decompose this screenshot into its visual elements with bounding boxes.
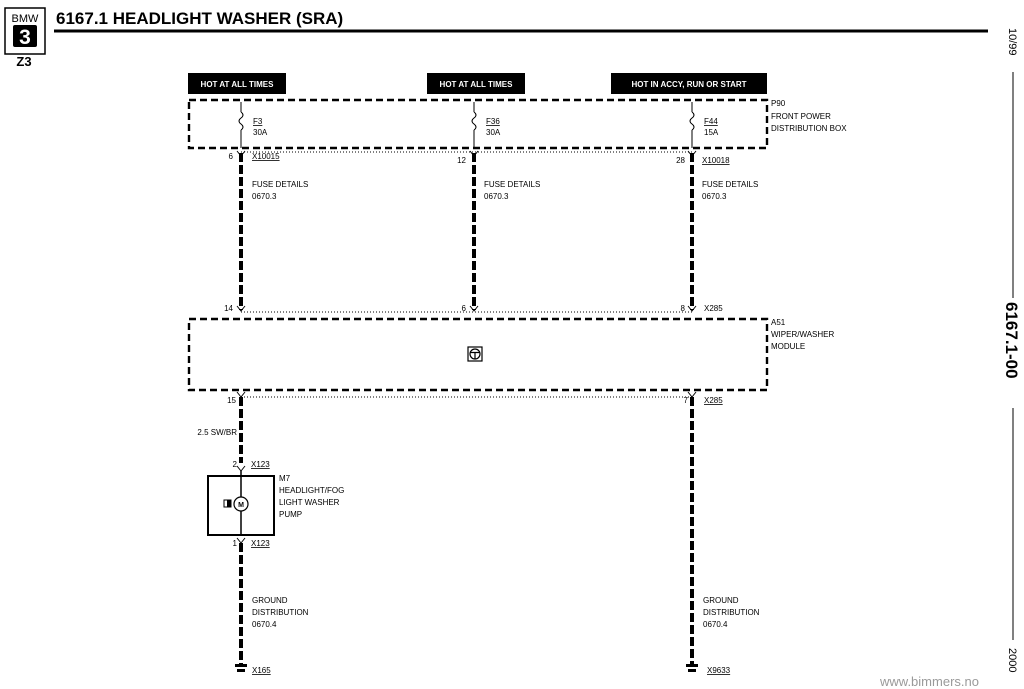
- module-connector-out: X285: [704, 396, 723, 405]
- logo-series: 3: [19, 26, 31, 49]
- connector-x10018: X10018: [702, 156, 730, 165]
- svg-text:HOT AT ALL TIMES: HOT AT ALL TIMES: [201, 80, 275, 89]
- ground-left-icon: [235, 664, 247, 672]
- pin-f3: 6: [229, 152, 234, 161]
- fuse-f3-name: F3: [253, 117, 263, 126]
- connector-chevron: [687, 391, 697, 398]
- module-pin-14: 14: [224, 304, 233, 313]
- ground-connector-right: X9633: [707, 666, 731, 675]
- module-pin-15: 15: [227, 396, 236, 405]
- connector-chevron: [236, 391, 246, 398]
- fuse-details-1: FUSE DETAILS: [252, 180, 308, 189]
- fuse-details-ref-1: 0670.3: [252, 192, 277, 201]
- fuse-f3-symbol: [238, 102, 244, 148]
- ground-label-right-1: GROUND: [703, 596, 739, 605]
- module-id: A51: [771, 318, 786, 327]
- fuse-f36-name: F36: [486, 117, 500, 126]
- fuse-f44-amps: 15A: [704, 128, 719, 137]
- pump-name-2: LIGHT WASHER: [279, 498, 340, 507]
- pin-f36: 12: [457, 156, 466, 165]
- svg-text:M: M: [238, 502, 244, 509]
- pump-connector-bottom: X123: [251, 539, 270, 548]
- logo-brand: BMW: [12, 13, 40, 25]
- pump-motor-icon: M: [233, 496, 249, 512]
- pump-pin-1: 1: [233, 539, 238, 548]
- ground-label-right-2: DISTRIBUTION: [703, 608, 760, 617]
- pin-f44: 28: [676, 156, 685, 165]
- bmw-logo: BMW 3 Z3: [4, 7, 46, 69]
- module-connector-in: X285: [704, 304, 723, 313]
- fuse-box-name-1: FRONT POWER: [771, 112, 831, 121]
- ground-label-left-2: DISTRIBUTION: [252, 608, 309, 617]
- fuse-details-ref-3: 0670.3: [702, 192, 727, 201]
- fuse-f36-amps: 30A: [486, 128, 501, 137]
- power-label-1: HOT AT ALL TIMES: [188, 73, 286, 94]
- module-pin-7: 7: [684, 396, 689, 405]
- fuse-f44-symbol: [689, 102, 695, 148]
- fuse-f44-name: F44: [704, 117, 718, 126]
- power-label-2: HOT AT ALL TIMES: [427, 73, 525, 94]
- svg-text:HOT AT ALL TIMES: HOT AT ALL TIMES: [440, 80, 514, 89]
- pump-pin-2: 2: [233, 460, 238, 469]
- connector-chevron: [687, 305, 697, 312]
- ground-label-left-1: GROUND: [252, 596, 288, 605]
- side-page-code: 6167.1-00: [1002, 302, 1021, 379]
- connector-chevron: [236, 465, 246, 472]
- wire-color-label: 2.5 SW/BR: [197, 428, 237, 437]
- fuse-details-ref-2: 0670.3: [484, 192, 509, 201]
- connector-chevron: [236, 150, 246, 157]
- fuse-box-outline: [187, 98, 769, 150]
- pump-name-3: PUMP: [279, 510, 302, 519]
- fuse-f36-symbol: [471, 102, 477, 148]
- fuse-box-id: P90: [771, 99, 786, 108]
- connector-chevron: [236, 537, 246, 544]
- connector-chevron: [687, 150, 697, 157]
- side-year: 2000: [1006, 648, 1018, 672]
- steering-wheel-icon: [467, 346, 483, 362]
- ground-label-left-3: 0670.4: [252, 620, 277, 629]
- ground-connector-left: X165: [252, 666, 271, 675]
- connector-x10015: X10015: [252, 152, 280, 161]
- module-outline: [187, 317, 769, 392]
- page-title: 6167.1 HEADLIGHT WASHER (SRA): [56, 9, 343, 28]
- ground-right-icon: [686, 664, 698, 672]
- pump-id: M7: [279, 474, 291, 483]
- pump-connector-top: X123: [251, 460, 270, 469]
- module-pin-8: 8: [681, 304, 686, 313]
- fuse-box-name-2: DISTRIBUTION BOX: [771, 124, 847, 133]
- fuse-details-3: FUSE DETAILS: [702, 180, 758, 189]
- module-pin-6: 6: [462, 304, 467, 313]
- fuse-f3-amps: 30A: [253, 128, 268, 137]
- connector-chevron: [469, 150, 479, 157]
- svg-text:HOT IN ACCY, RUN OR START: HOT IN ACCY, RUN OR START: [631, 80, 746, 89]
- module-name-1: WIPER/WASHER: [771, 330, 834, 339]
- connector-chevron: [469, 305, 479, 312]
- power-label-3: HOT IN ACCY, RUN OR START: [611, 73, 767, 94]
- ground-label-right-3: 0670.4: [703, 620, 728, 629]
- module-name-2: MODULE: [771, 342, 805, 351]
- connector-chevron: [236, 305, 246, 312]
- watermark: www.bimmers.no: [879, 674, 979, 689]
- side-date: 10/99: [1006, 28, 1018, 56]
- fuse-details-2: FUSE DETAILS: [484, 180, 540, 189]
- pump-symbol-icon: [223, 499, 232, 508]
- logo-model: Z3: [16, 54, 31, 69]
- pump-name-1: HEADLIGHT/FOG: [279, 486, 344, 495]
